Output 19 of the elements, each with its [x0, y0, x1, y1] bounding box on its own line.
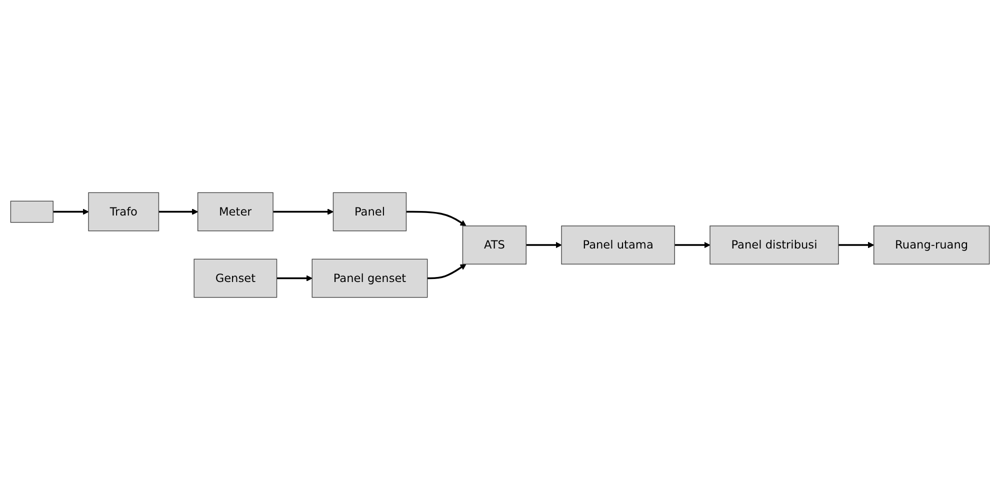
arrow [276, 275, 312, 282]
arrow [674, 242, 710, 248]
node-box: Trafo [88, 192, 160, 232]
node-box: Panel [332, 192, 407, 232]
arrow [273, 208, 334, 215]
node-box: ATS [462, 226, 526, 264]
node-box: Panel genset [312, 258, 428, 298]
arrow [526, 242, 562, 248]
node-box: Ruang-ruang [873, 226, 990, 264]
node-box: Panel utama [561, 226, 675, 264]
node-box: Genset [194, 258, 278, 298]
arrow [838, 242, 874, 248]
node-box: Meter [197, 192, 274, 232]
arrow [427, 264, 466, 280]
node-box: Panel distribusi [710, 226, 839, 264]
arrow [406, 210, 466, 226]
node-box [10, 200, 54, 223]
arrow [158, 208, 198, 215]
arrow [53, 208, 89, 215]
